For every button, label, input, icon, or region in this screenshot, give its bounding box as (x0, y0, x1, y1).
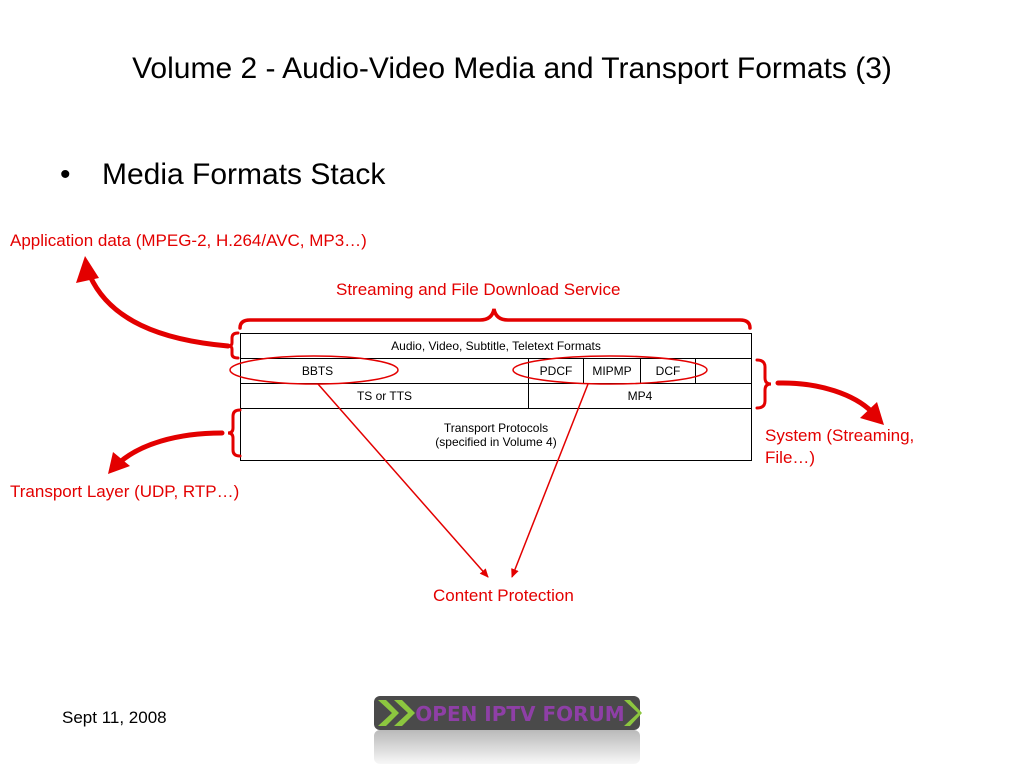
bullet-text: Media Formats Stack (102, 158, 386, 191)
streaming-service-label: Streaming and File Download Service (336, 280, 621, 299)
application-data-label: Application data (MPEG-2, H.264/AVC, MP3… (10, 231, 367, 250)
transport-layer-label: Transport Layer (UDP, RTP…) (10, 482, 240, 501)
footer-date: Sept 11, 2008 (62, 708, 167, 727)
application-arrow-head (76, 256, 99, 283)
bullet-dot: • (60, 158, 71, 191)
system-arrow-head (860, 402, 884, 425)
transport-protocols-line2: (specified in Volume 4) (435, 434, 557, 449)
open-iptv-forum-logo: OPEN IPTV FORUM (372, 696, 644, 768)
dcf-text: DCF (655, 364, 681, 378)
bbts-highlight-ellipse (229, 355, 399, 385)
logo-text: OPEN IPTV FORUM (415, 702, 624, 726)
pdcf-text: PDCF (539, 364, 573, 378)
system-right-brace (755, 358, 772, 410)
system-label: System (Streaming, File…) (765, 425, 914, 469)
bbts-to-protection-arrow (317, 383, 489, 578)
system-label-line2: File…) (765, 448, 816, 467)
dcf-cell: DCF (640, 358, 696, 384)
formats-text: Audio, Video, Subtitle, Teletext Formats (391, 339, 601, 353)
application-arrow-shaft (87, 273, 231, 349)
content-protection-label: Content Protection (433, 586, 574, 605)
drm-highlight-ellipse (512, 355, 708, 385)
bullet-item: • Media Formats Stack (60, 158, 385, 192)
system-label-line1: System (Streaming, (765, 426, 915, 445)
mipmp-text: MIPMP (592, 364, 632, 378)
mp4-text: MP4 (627, 389, 653, 403)
transport-arrow-head (108, 452, 130, 474)
top-brace (238, 308, 752, 330)
system-arrow-shaft (775, 380, 875, 415)
slide-title: Volume 2 - Audio-Video Media and Transpo… (132, 52, 892, 85)
row2-filler-cell (394, 358, 529, 384)
ts-or-tts-cell: TS or TTS (240, 383, 529, 409)
bbts-text: BBTS (301, 364, 334, 378)
ts-or-tts-text: TS or TTS (356, 389, 413, 403)
transport-arrow-shaft (117, 430, 225, 465)
transport-protocols-cell: Transport Protocols (specified in Volume… (240, 408, 752, 461)
mipmp-cell: MIPMP (583, 358, 641, 384)
transport-left-brace (227, 408, 242, 458)
drm-to-protection-arrow (511, 383, 589, 578)
transport-protocols-line1: Transport Protocols (443, 420, 549, 435)
